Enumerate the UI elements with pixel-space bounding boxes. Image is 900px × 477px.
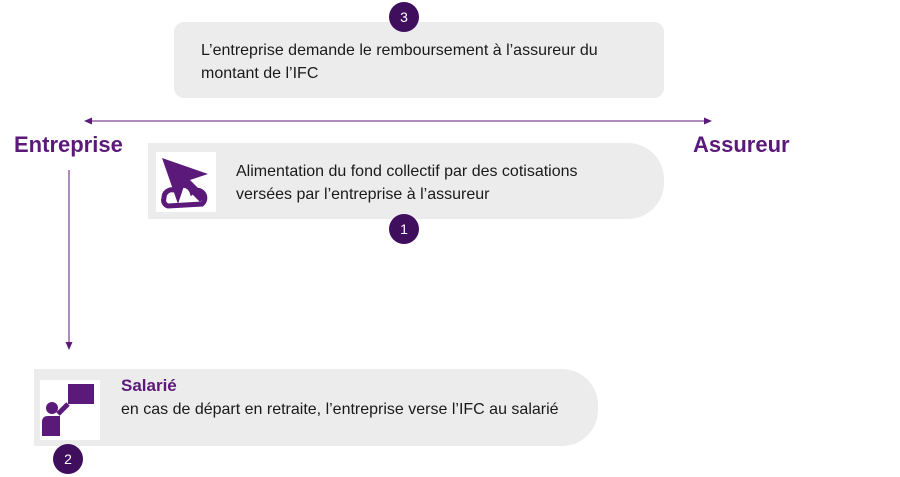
step3-box	[174, 22, 664, 98]
step1-text: Alimentation du fond collectif par des c…	[236, 163, 578, 203]
arrowhead-left	[84, 117, 92, 125]
actor-assureur: Assureur	[693, 132, 790, 157]
arrowhead-right	[704, 117, 712, 125]
step2-title: Salarié	[121, 376, 177, 395]
cursor-cloud-icon	[156, 152, 216, 212]
step1-badge: 1	[389, 214, 419, 244]
arrowhead-down	[65, 342, 73, 350]
step2-box	[34, 369, 598, 446]
step2-text: en cas de départ en retraite, l’entrepri…	[121, 401, 559, 418]
actor-entreprise: Entreprise	[14, 132, 123, 157]
presenter-board-icon	[40, 380, 100, 440]
step3-text: L’entreprise demande le remboursement à …	[201, 42, 598, 82]
step1-box	[148, 143, 664, 219]
step3-badge: 3	[389, 2, 419, 32]
step2-badge: 2	[53, 444, 83, 474]
